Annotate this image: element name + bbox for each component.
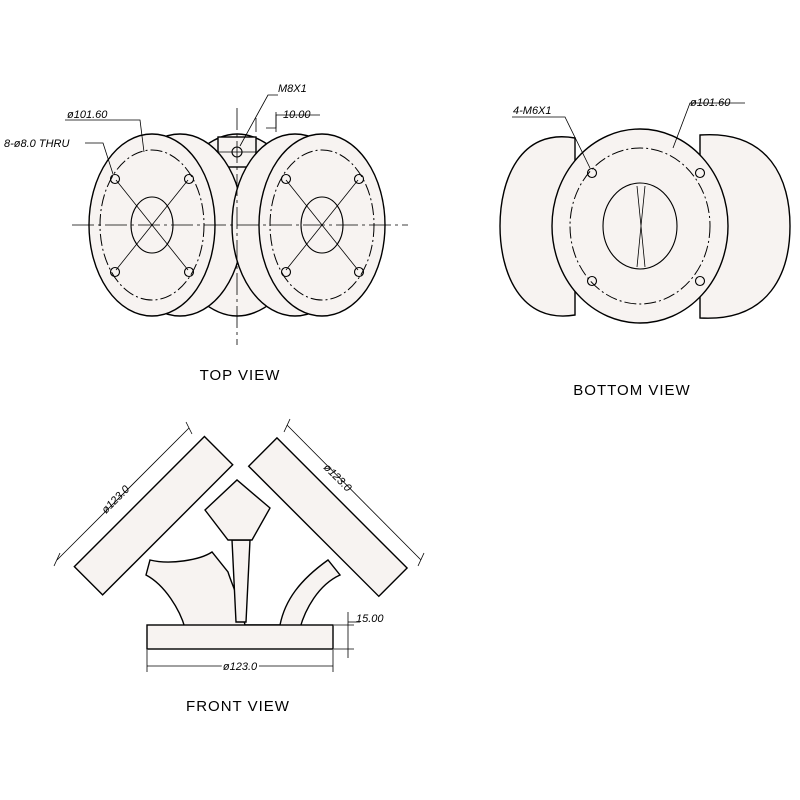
bottom-view-bore-divider <box>636 185 646 268</box>
bottom-view: 4-M6X1 ø101.60 BOTTOM VIEW <box>499 97 791 399</box>
front-view-left-flange-dim: ø123.0 <box>99 483 132 516</box>
top-view-left-hole-2 <box>183 173 195 185</box>
front-view-left-flange <box>73 435 234 596</box>
bottom-view-hole-4 <box>694 275 706 287</box>
bottom-view-tap-leader <box>512 116 591 169</box>
top-view-thru-holes-dim: 8-ø8.0 THRU <box>4 138 69 150</box>
top-view-tap-leader <box>239 94 278 147</box>
top-view: ø101.60 8-ø8.0 THRU M8X1 10.00 TOP VIEW <box>4 83 408 384</box>
front-view-base <box>146 624 334 650</box>
front-view-left-dim-tick-2 <box>185 421 193 435</box>
front-view-right-flange <box>247 436 409 598</box>
front-view-left-dim-line <box>56 427 190 561</box>
front-view: ø123.0 ø123.0 ø123.0 15.00 FRONT VIEW <box>53 418 425 715</box>
top-view-tap-dim: M8X1 <box>278 83 307 95</box>
bottom-view-hole-1 <box>586 167 598 179</box>
front-view-right-dim-tick-2 <box>417 552 425 567</box>
top-view-right-hole-1 <box>280 173 292 185</box>
front-view-right-flange-body <box>247 436 409 598</box>
top-view-right-hole-3 <box>280 266 292 278</box>
bottom-view-left-rim <box>499 136 576 317</box>
top-view-bolt-circle-leader <box>65 119 145 153</box>
bottom-view-face <box>551 128 729 324</box>
top-view-title: TOP VIEW <box>200 367 281 384</box>
front-view-left-flange-body <box>73 435 234 596</box>
bottom-view-bolt-circle-dim: ø101.60 <box>690 97 731 109</box>
top-view-left-hole-3 <box>109 266 121 278</box>
front-view-right-dim-tick-1 <box>283 418 291 433</box>
front-view-left-dim-tick-1 <box>53 552 61 567</box>
bottom-view-hole-2 <box>694 167 706 179</box>
top-view-left-hole-4 <box>183 266 195 278</box>
front-view-title: FRONT VIEW <box>186 698 290 715</box>
front-view-base-thickness-dim: 15.00 <box>356 613 384 625</box>
bottom-view-title: BOTTOM VIEW <box>573 382 690 399</box>
bottom-view-tapped-holes-dim: 4-M6X1 <box>513 105 552 117</box>
top-view-right-hole-4 <box>353 266 365 278</box>
bottom-view-hole-3 <box>586 275 598 287</box>
top-view-right-hole-2 <box>353 173 365 185</box>
front-view-base-dia-dim: ø123.0 <box>223 661 258 673</box>
bottom-view-bore <box>602 182 678 270</box>
top-view-thru-hole-leader <box>85 142 114 175</box>
top-view-bolt-circle-dim: ø101.60 <box>67 109 108 121</box>
bottom-view-right-rim <box>699 134 791 319</box>
front-view-stem <box>231 539 251 623</box>
front-view-boss <box>204 479 271 541</box>
front-view-right-dim-line <box>286 424 422 561</box>
bottom-view-bolt-circle-leader <box>672 102 745 149</box>
bottom-view-bolt-circle <box>569 147 711 305</box>
top-view-offset-leader <box>266 114 320 129</box>
top-view-left-hole-1 <box>109 173 121 185</box>
top-view-offset-dim: 10.00 <box>283 109 311 121</box>
